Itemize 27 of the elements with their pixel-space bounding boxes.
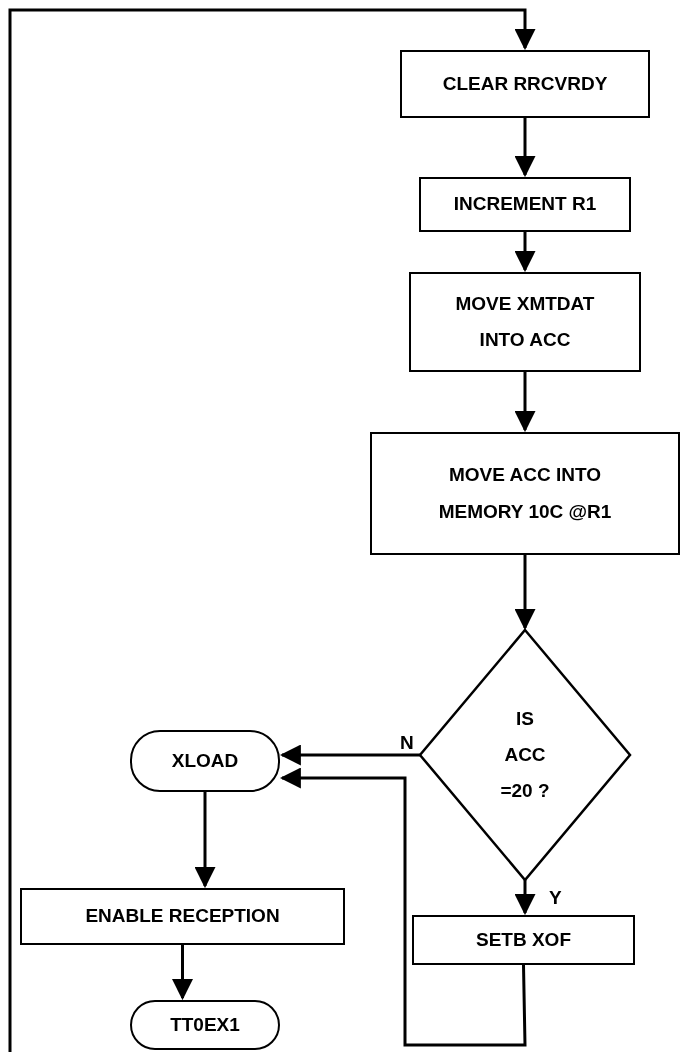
arrow: [514, 372, 536, 433]
node-text: IS ACC =20 ?: [500, 706, 550, 804]
process-box: [400, 50, 650, 118]
node-text: SETB XOF: [476, 927, 571, 952]
arrow: [514, 118, 536, 178]
node-text: MOVE ACC INTO MEMORY 10C @R1: [437, 463, 613, 524]
process-box: [370, 432, 680, 555]
terminal-box: [130, 730, 280, 792]
process-box: [419, 177, 631, 232]
terminal-box: [130, 1000, 280, 1050]
arrow: [194, 792, 216, 889]
process-box: [409, 272, 641, 372]
node-text: MOVE XMTDAT INTO ACC: [454, 291, 596, 352]
process-box: [20, 888, 345, 945]
node-text: INCREMENT R1: [453, 192, 597, 217]
node-text: ENABLE RECEPTION: [85, 904, 280, 929]
arrow: [172, 945, 193, 1001]
process-box: [412, 915, 635, 965]
arrow: [514, 880, 536, 916]
node-text: CLEAR RRCVRDY: [442, 71, 608, 96]
arrow: [514, 555, 536, 631]
arrow: [279, 767, 527, 1047]
arrow: [279, 744, 420, 766]
node-text: XLOAD: [171, 748, 239, 773]
arrow: [8, 8, 536, 1052]
node-text: TT0EX1: [170, 1012, 240, 1037]
arrow: [514, 232, 536, 273]
